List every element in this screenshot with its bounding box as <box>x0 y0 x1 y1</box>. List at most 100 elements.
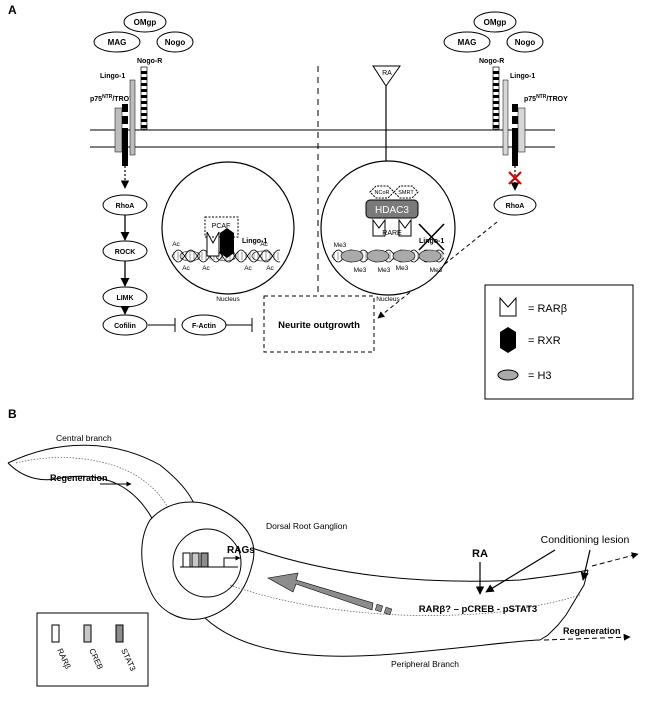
blocked-cross-icon <box>508 171 522 185</box>
nogo-ellipse <box>156 31 194 53</box>
peripheral-extension-arrow <box>591 552 639 567</box>
pcaf-label: PCAF <box>212 223 231 230</box>
lingo1-bar <box>129 79 136 156</box>
nogo-r-stripe <box>141 95 147 98</box>
nogo-r-stripe <box>493 83 499 86</box>
pathway-node-label: RhoA <box>116 203 135 210</box>
p75-bar <box>122 104 128 166</box>
hdac3-box <box>365 199 419 219</box>
nogo-r-stripe <box>141 101 147 104</box>
p75-bar <box>512 104 518 166</box>
nogo-r-stripe <box>493 113 499 116</box>
lingo1-gene-label: Lingo-1 <box>242 238 267 245</box>
mag-ellipse <box>443 31 491 53</box>
ac-mark: Ac <box>182 265 190 272</box>
legend-a-text: = RXR <box>528 335 561 347</box>
troy-bar <box>114 107 123 153</box>
histone-h3 <box>366 249 390 263</box>
peripheral-branch-label: Peripheral Branch <box>391 659 459 669</box>
legend-a-text: = RARβ <box>528 303 567 315</box>
nogo-r-stripe <box>493 95 499 98</box>
smrt-label: SMRT <box>398 190 414 196</box>
ac-mark: Ac <box>244 265 252 272</box>
signal-dot <box>374 603 384 613</box>
me3-mark: Me3 <box>378 267 391 274</box>
pathway-node-ellipse <box>102 314 148 336</box>
pathway-node-label: Cofilin <box>114 323 136 330</box>
nogo-r-stripe <box>141 77 147 80</box>
rhoa-ellipse-right <box>493 194 537 216</box>
nogo-r-stripe <box>493 77 499 80</box>
left-receptors: Nogo-R Lingo-1 p75NTR/TROY <box>90 58 162 189</box>
nogo-r-stripe <box>493 71 499 74</box>
nucleus-circle <box>320 160 456 296</box>
rarb-legend-icon <box>499 296 517 317</box>
mag-label: MAG <box>458 38 477 47</box>
omgp-ellipse <box>123 11 167 33</box>
f-actin-label: F-Actin <box>192 323 216 330</box>
nogo-r-stripe <box>141 89 147 92</box>
nogo-r-stripe <box>493 101 499 104</box>
panel-a-label: A <box>8 3 17 17</box>
nogo-r-stripe <box>141 71 147 74</box>
peripheral-regeneration-arrow <box>543 633 631 641</box>
lingo1-receptor-label: Lingo-1 <box>100 73 125 80</box>
rarb-symbol <box>206 231 220 257</box>
mag-ellipse <box>93 31 141 53</box>
rarb-symbol <box>398 218 412 237</box>
central-branch-outline-bottom <box>7 462 159 531</box>
retrograde-signal <box>267 572 393 616</box>
lingo1-receptor-label: Lingo-1 <box>510 73 535 80</box>
dna-helix <box>331 249 445 263</box>
ac-mark: Ac <box>202 265 210 272</box>
rarb-symbol <box>372 218 386 237</box>
legend-b-swatch <box>51 624 60 643</box>
peripheral-branch-outline-top <box>251 547 589 582</box>
histone-h3 <box>251 250 273 262</box>
histone-h3 <box>179 250 201 262</box>
ra-label-b: RA <box>472 548 488 560</box>
p75-band <box>512 112 518 116</box>
troy-bar <box>517 107 526 153</box>
rhoa-label-right: RhoA <box>506 203 525 210</box>
legend-b-swatch <box>83 624 92 643</box>
nogo-r-stripe <box>493 119 499 122</box>
omgp-label: OMgp <box>134 18 157 27</box>
me3-mark: Me3 <box>396 265 409 272</box>
histone-h3 <box>418 249 442 263</box>
rarb-gene-bar <box>182 552 191 568</box>
right-nucleus: NCoR SMRT HDAC3 RARE Lingo-1 Nucleus Me3… <box>320 160 456 303</box>
regeneration-central-label: Regeneration <box>50 473 108 483</box>
stat3-gene-bar <box>200 552 209 568</box>
conditioning-lesion-label: Conditioning lesion <box>541 534 630 546</box>
peripheral-axon-dotted <box>229 584 581 616</box>
ra-triangle <box>372 65 401 87</box>
nogo-label: Nogo <box>165 38 186 47</box>
lingo1-gene-label: Lingo-1 <box>419 238 444 245</box>
rare-label: RARE <box>382 230 402 237</box>
omgp-ellipse <box>473 11 517 33</box>
nogo-r-label: Nogo-R <box>479 58 504 65</box>
nogo-r-stripe <box>141 107 147 110</box>
peripheral-branch-outline-bottom <box>204 617 541 657</box>
signal-dot <box>383 606 393 616</box>
panel-b-label: B <box>8 407 17 421</box>
signaling-pathway-label: RARβ? – pCREB - pSTAT3 <box>419 604 537 615</box>
p75-band <box>122 124 128 128</box>
retrograde-arrow <box>267 572 374 611</box>
ac-mark: Ac <box>260 241 268 248</box>
neurite-outgrowth-label: Neurite outgrowth <box>278 320 360 331</box>
pathway-node-label: ROCK <box>115 249 136 256</box>
regeneration-peripheral-label: Regeneration <box>563 626 621 636</box>
nogo-ellipse <box>506 31 544 53</box>
legend-b-swatch <box>115 624 124 643</box>
nucleus-label: Nucleus <box>216 296 240 303</box>
rhoa-to-outgrowth-arrow <box>377 221 498 319</box>
transcription-arrow <box>223 555 241 567</box>
drg-label: Dorsal Root Ganglion <box>266 521 348 531</box>
ac-mark: Ac <box>172 241 180 248</box>
